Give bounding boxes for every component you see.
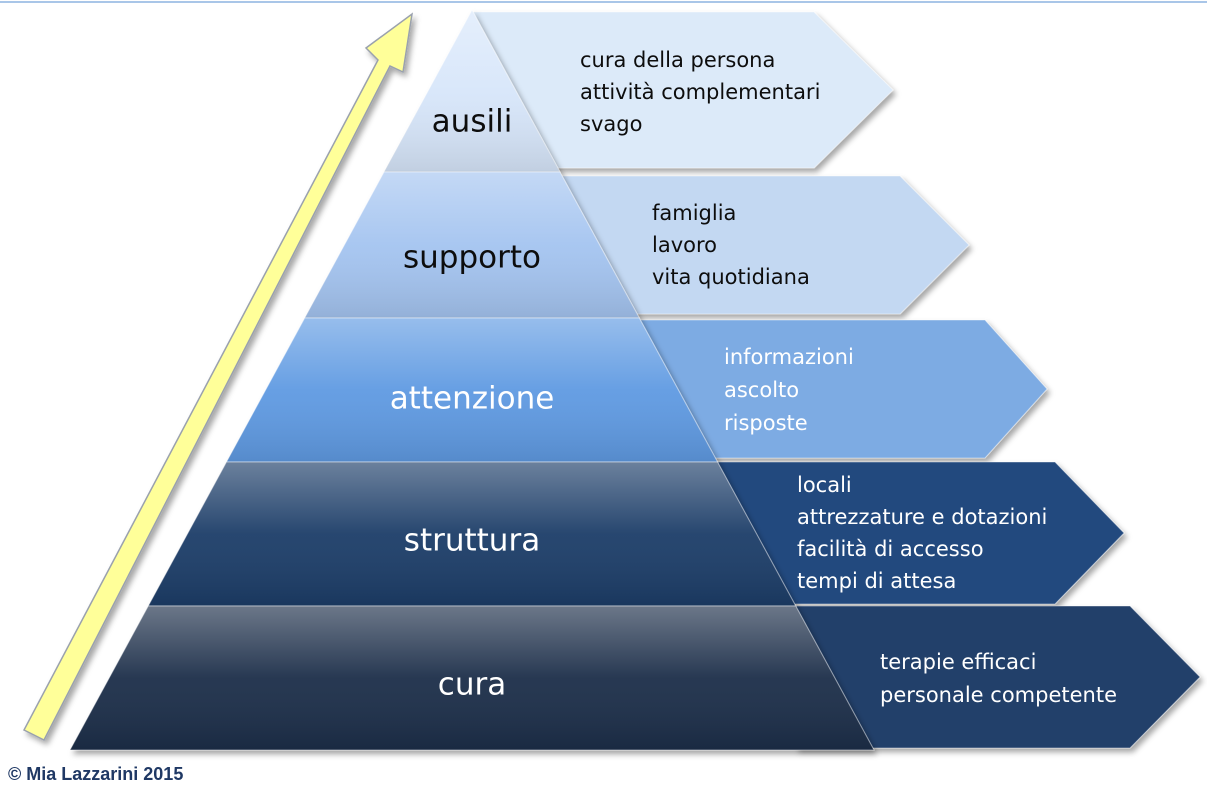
- progression-arrow: [22, 12, 414, 742]
- pyramid-level-gloss-0: [383, 10, 561, 172]
- level-title: ausili: [432, 104, 513, 140]
- level-item: personale competente: [880, 683, 1117, 707]
- copyright-notice: © Mia Lazzarini 2015: [8, 764, 184, 784]
- level-item: informazioni: [724, 345, 854, 369]
- pyramid-level-gloss-1: [304, 172, 640, 318]
- level-item: attrezzature e dotazioni: [797, 505, 1047, 529]
- level-title: supporto: [403, 240, 541, 276]
- level-item: lavoro: [652, 233, 717, 257]
- level-item: risposte: [724, 411, 808, 435]
- level-item: locali: [797, 473, 852, 497]
- level-item: ascolto: [724, 378, 799, 402]
- pyramid-level-gloss-4: [70, 606, 874, 750]
- level-item: tempi di attesa: [797, 569, 956, 593]
- level-title: attenzione: [390, 381, 555, 417]
- level-item: vita quotidiana: [652, 265, 810, 289]
- level-title: cura: [438, 667, 506, 703]
- pyramid-level-gloss-2: [226, 318, 718, 462]
- level-title: struttura: [404, 523, 540, 559]
- level-item: attività complementari: [580, 80, 820, 104]
- level-item: cura della persona: [580, 48, 775, 72]
- level-item: famiglia: [652, 201, 736, 225]
- level-item: facilità di accesso: [797, 537, 984, 561]
- pyramid-level-gloss-3: [148, 462, 796, 606]
- level-item: svago: [580, 112, 642, 136]
- level-item: terapie efficaci: [880, 650, 1036, 674]
